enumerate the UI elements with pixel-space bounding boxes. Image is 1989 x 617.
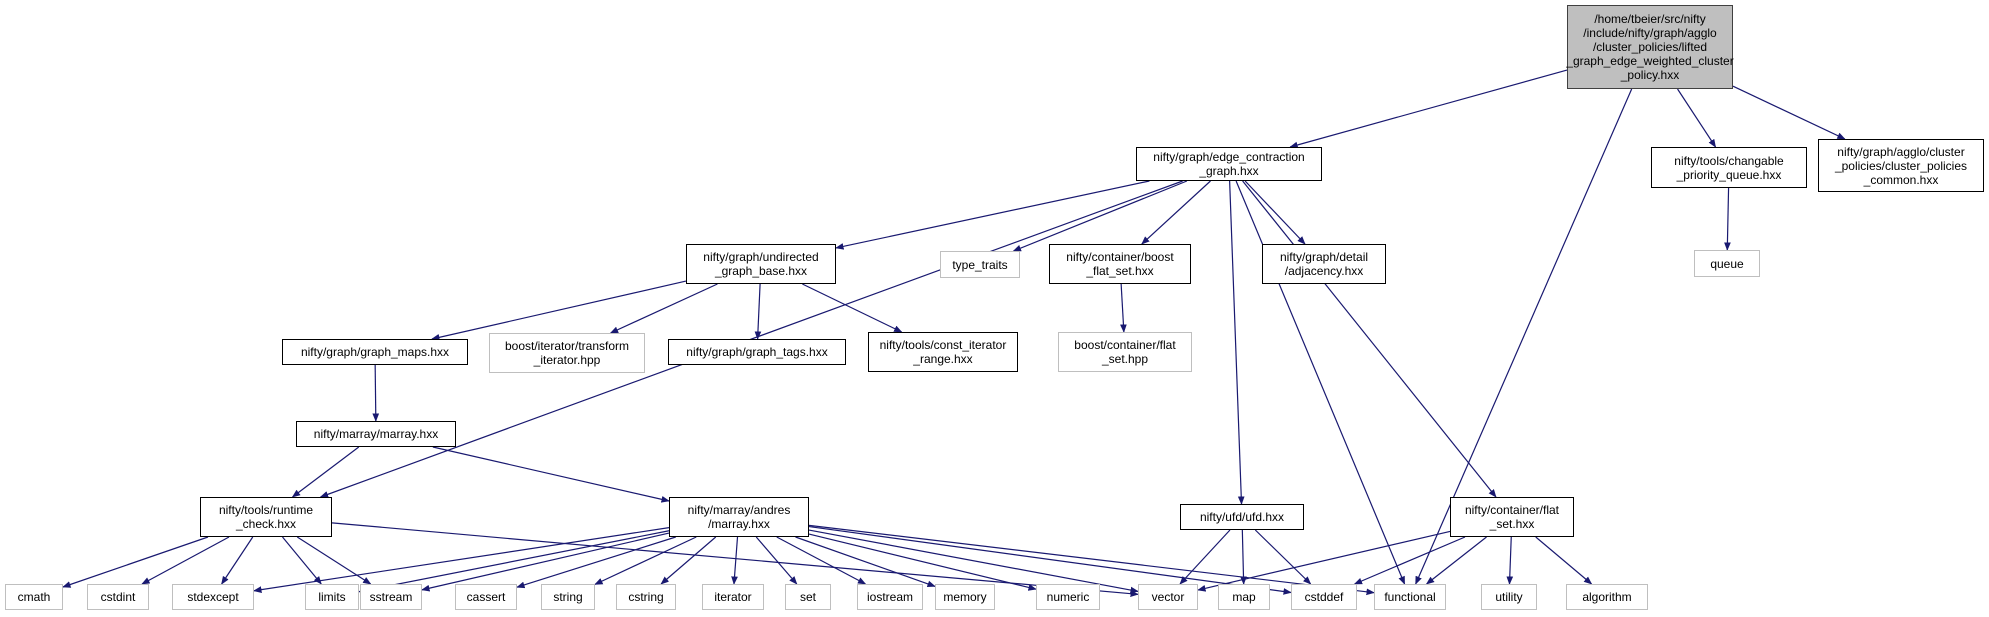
node-rc[interactable]: nifty/tools/runtime _check.hxx	[200, 497, 332, 537]
node-stdexcept: stdexcept	[172, 584, 254, 610]
edge-rc-cstdint	[141, 536, 230, 585]
edge-ecg-ugb	[835, 180, 1150, 250]
node-queue: queue	[1694, 250, 1760, 277]
edge-rc-sstream	[296, 536, 372, 585]
edge-am-sstream	[421, 532, 670, 592]
edge-cfs-cstddef	[1353, 536, 1466, 585]
edge-ugb-gt	[754, 283, 762, 340]
edge-ecg-cfs	[1242, 180, 1497, 498]
edge-ecg-adj	[1244, 180, 1306, 245]
edge-ugb-bit	[609, 283, 718, 334]
node-gm[interactable]: nifty/graph/graph_maps.hxx	[282, 339, 468, 365]
node-am[interactable]: nifty/marray/andres /marray.hxx	[669, 497, 809, 537]
edge-mm-rc	[291, 446, 360, 498]
node-bfs[interactable]: nifty/container/boost _flat_set.hxx	[1049, 244, 1191, 284]
node-numeric: numeric	[1036, 584, 1100, 610]
edge-bfs-bcf	[1120, 283, 1127, 333]
edge-ecg-ufd	[1229, 180, 1245, 505]
node-cir[interactable]: nifty/tools/const_iterator _range.hxx	[868, 332, 1018, 372]
edge-am-numeric	[808, 533, 1037, 591]
edge-ufd-map	[1240, 529, 1247, 585]
edge-gm-mm	[372, 364, 380, 422]
edge-root-ecg	[1289, 69, 1568, 149]
node-bcf: boost/container/flat _set.hpp	[1058, 332, 1192, 372]
edge-rc-limits	[282, 536, 322, 585]
node-functional: functional	[1374, 584, 1446, 610]
node-cmath: cmath	[5, 584, 63, 610]
node-bit: boost/iterator/transform _iterator.hpp	[489, 333, 645, 373]
node-mm[interactable]: nifty/marray/marray.hxx	[296, 421, 456, 447]
edge-am-cstring	[660, 536, 717, 585]
node-cassert: cassert	[455, 584, 517, 610]
edge-root-cpq	[1677, 88, 1717, 148]
node-limits: limits	[305, 584, 359, 610]
node-ecg[interactable]: nifty/graph/edge_contraction _graph.hxx	[1136, 147, 1322, 181]
edge-am-cassert	[516, 536, 676, 589]
edge-am-stdexcept	[253, 527, 670, 593]
edge-ugb-cir	[802, 283, 903, 333]
node-set: set	[785, 584, 831, 610]
node-sstream: sstream	[360, 584, 422, 610]
edge-ufd-cstddef	[1254, 529, 1312, 585]
edge-ugb-gm	[431, 280, 687, 341]
edge-am-iostream	[776, 536, 867, 585]
edge-am-cstddef	[808, 525, 1292, 595]
edge-root-cpc	[1732, 85, 1846, 140]
node-vector: vector	[1138, 584, 1198, 610]
edge-ecg-bfs	[1141, 180, 1211, 245]
node-cpq[interactable]: nifty/tools/changable _priority_queue.hx…	[1651, 147, 1807, 188]
edge-am-functional	[808, 524, 1375, 596]
node-cfs[interactable]: nifty/container/flat _set.hxx	[1450, 497, 1574, 537]
edge-am-memory	[795, 536, 936, 588]
node-cstdint: cstdint	[87, 584, 149, 610]
node-root: /home/tbeier/src/nifty /include/nifty/gr…	[1566, 5, 1734, 89]
edge-rc-stdexcept	[221, 536, 254, 585]
edge-cfs-utility	[1506, 536, 1514, 585]
node-cstddef: cstddef	[1291, 584, 1357, 610]
edge-cfs-algorithm	[1535, 536, 1593, 585]
node-ugb[interactable]: nifty/graph/undirected _graph_base.hxx	[686, 244, 836, 284]
edge-am-iterator	[731, 536, 739, 585]
node-tt: type_traits	[940, 251, 1020, 278]
node-ufd[interactable]: nifty/ufd/ufd.hxx	[1180, 504, 1304, 530]
node-map: map	[1218, 584, 1270, 610]
edge-cfs-vector	[1197, 530, 1451, 592]
node-adj[interactable]: nifty/graph/detail /adjacency.hxx	[1262, 244, 1386, 284]
node-gt[interactable]: nifty/graph/graph_tags.hxx	[668, 339, 846, 365]
edge-am-string	[594, 536, 697, 585]
edge-cpq-queue	[1724, 187, 1731, 251]
node-string: string	[541, 584, 595, 610]
node-algorithm: algorithm	[1566, 584, 1648, 610]
node-cstring: cstring	[616, 584, 676, 610]
node-iostream: iostream	[857, 584, 923, 610]
edge-am-vector	[808, 529, 1139, 594]
edge-am-set	[755, 536, 798, 585]
node-cpc[interactable]: nifty/graph/agglo/cluster _policies/clus…	[1818, 139, 1984, 192]
node-memory: memory	[935, 584, 995, 610]
edge-mm-am	[432, 446, 670, 503]
edge-cfs-functional	[1425, 536, 1487, 585]
edge-am-limits	[358, 530, 670, 594]
node-iterator: iterator	[702, 584, 764, 610]
edge-rc-vector	[331, 522, 1139, 598]
node-utility: utility	[1481, 584, 1537, 610]
edge-rc-cmath	[62, 536, 209, 588]
edge-ufd-vector	[1179, 529, 1231, 585]
edge-ecg-tt	[1012, 180, 1188, 252]
